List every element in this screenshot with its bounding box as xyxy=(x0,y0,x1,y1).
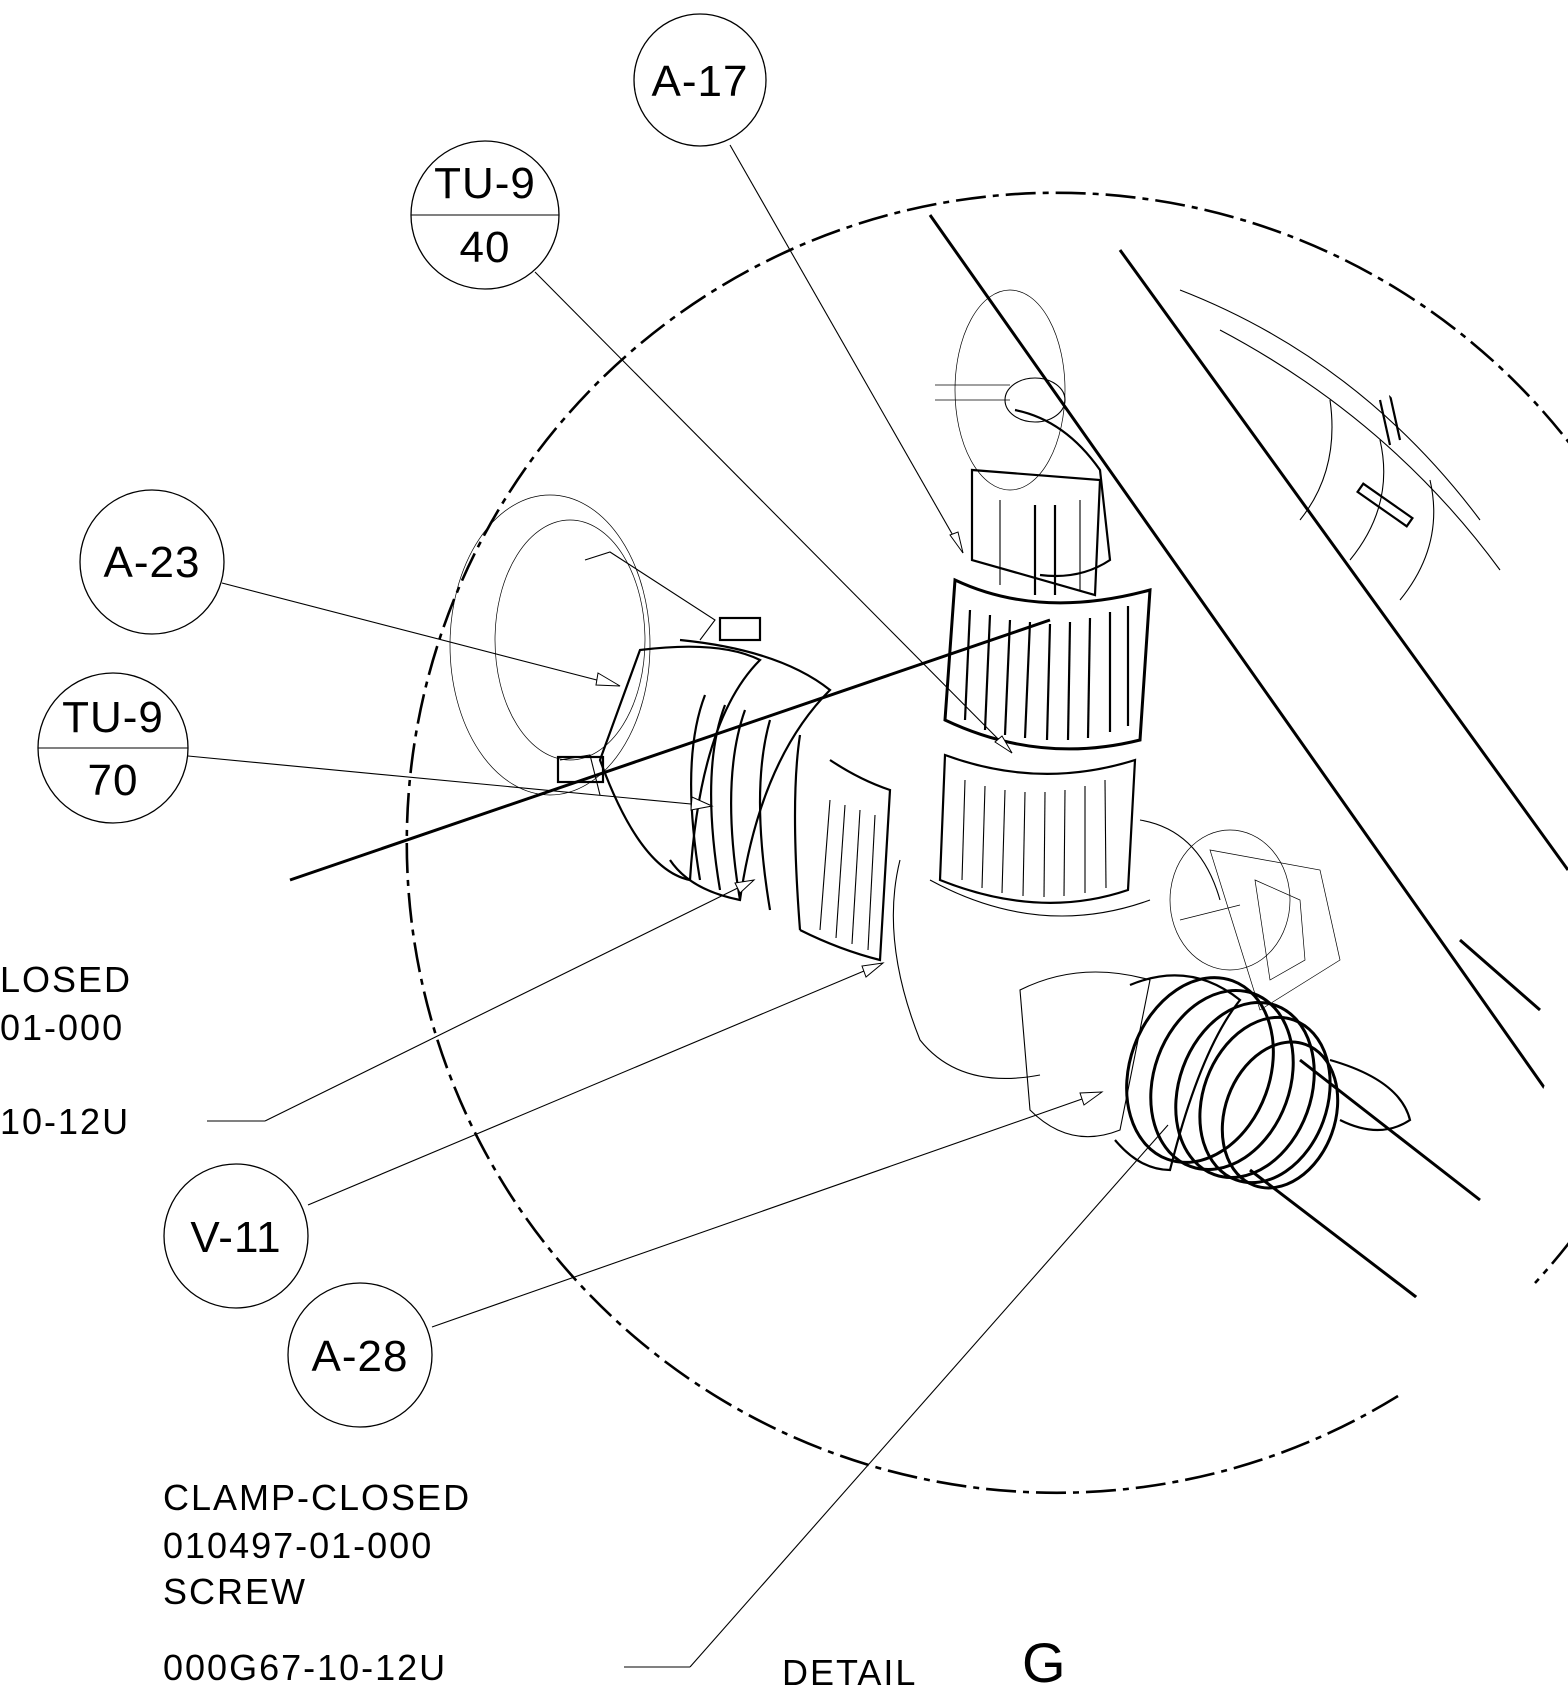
detail-boundary xyxy=(405,191,1568,1495)
callout-tu9-top: TU-9 40 xyxy=(410,140,560,290)
detail-label-letter: G xyxy=(1022,1631,1066,1690)
collar-ribs xyxy=(961,779,1107,898)
bottom-note-line-2: 010497-01-000 xyxy=(163,1525,433,1566)
bottom-note-line-3: SCREW xyxy=(163,1571,307,1612)
callout-tu9-mid-qty: 70 xyxy=(88,756,139,805)
callout-a23: A-23 xyxy=(79,489,225,635)
assembly-geometry xyxy=(289,214,1568,1302)
left-note-line-1: LOSED xyxy=(0,959,132,1000)
left-note-line-3: 10-12U xyxy=(0,1101,130,1142)
callout-tu9-top-qty: 40 xyxy=(460,223,511,272)
callout-tu9-mid: TU-9 70 xyxy=(37,672,189,824)
leader-lines xyxy=(187,144,1169,1668)
left-part-note: LOSED 01-000 10-12U xyxy=(0,959,132,1142)
pipe-ribs xyxy=(819,799,876,951)
callout-a23-label: A-23 xyxy=(104,538,201,587)
bottom-note-line-1: CLAMP-CLOSED xyxy=(163,1477,471,1518)
callout-tu9-top-part: TU-9 xyxy=(434,159,536,208)
bottom-part-note: CLAMP-CLOSED 010497-01-000 SCREW 000G67-… xyxy=(163,1477,471,1688)
bottom-note-line-4: 000G67-10-12U xyxy=(163,1647,447,1688)
callout-a28-label: A-28 xyxy=(312,1332,409,1381)
callout-v11-label: V-11 xyxy=(190,1213,281,1262)
detail-label-prefix: DETAIL xyxy=(782,1652,917,1690)
nut-ribs xyxy=(963,606,1130,741)
left-note-line-2: 01-000 xyxy=(0,1007,124,1048)
callout-tu9-mid-part: TU-9 xyxy=(62,693,164,742)
callout-a17: A-17 xyxy=(633,13,767,147)
callout-v11: V-11 xyxy=(163,1163,309,1309)
callout-a17-label: A-17 xyxy=(652,57,749,106)
detail-label: DETAIL G xyxy=(782,1631,1066,1690)
callout-a28: A-28 xyxy=(287,1282,433,1428)
